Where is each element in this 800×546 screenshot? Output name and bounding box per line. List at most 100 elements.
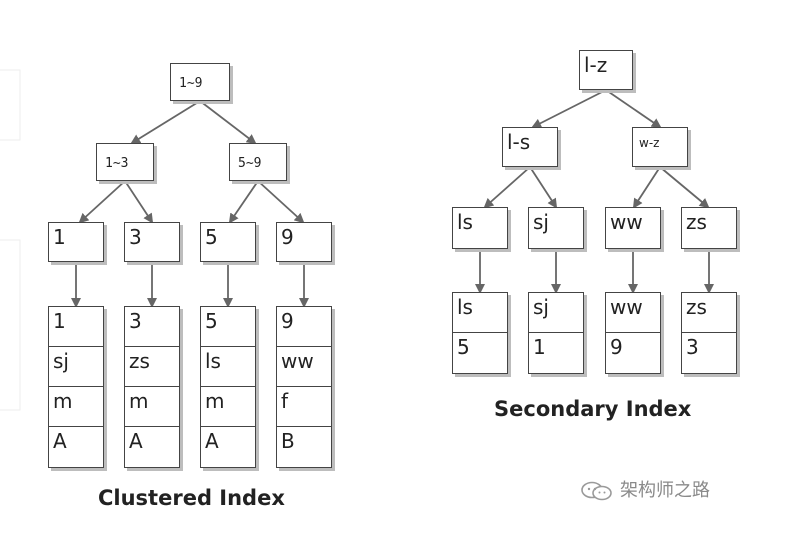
record-cell-value: zs	[129, 349, 150, 373]
record-cell: 3	[124, 306, 180, 348]
clustered-index-caption: Clustered Index	[98, 486, 285, 510]
connector-arrow	[632, 166, 661, 209]
record-cell: A	[200, 426, 256, 468]
clustered-leaf-label: 9	[281, 225, 294, 249]
secondary-leaf-label: ww	[610, 210, 643, 234]
clustered-leaf-node: 9	[276, 222, 332, 262]
clustered-level2-node: 1~3	[96, 143, 154, 181]
clustered-leaf-node: 3	[124, 222, 180, 262]
record-cell-value: 5	[457, 335, 470, 359]
clustered-leaf-label: 5	[205, 225, 218, 249]
record-cell-value: A	[53, 429, 67, 453]
record-cell-value: m	[205, 389, 225, 413]
record-cell: zs	[124, 346, 180, 388]
clustered-leaf-label: 3	[129, 225, 142, 249]
record-cell-value: f	[281, 389, 289, 413]
record-cell: 5	[452, 332, 508, 374]
record-cell: A	[48, 426, 104, 468]
record-cell: 3	[681, 332, 737, 374]
secondary-row-record: ls 5	[452, 292, 508, 374]
connector-arrow	[605, 89, 662, 129]
record-cell-value: 3	[686, 335, 699, 359]
clustered-leaf-node: 1	[48, 222, 104, 262]
record-cell-value: 1	[53, 309, 66, 333]
clustered-level2-node: 5~9	[229, 143, 287, 181]
record-cell-value: sj	[53, 349, 69, 373]
clustered-row-record: 9 ww f B	[276, 306, 332, 468]
record-cell-value: 1	[533, 335, 546, 359]
record-cell: B	[276, 426, 332, 468]
clustered-leaf-label: 1	[53, 225, 66, 249]
record-cell: A	[124, 426, 180, 468]
record-cell-value: zs	[686, 295, 707, 319]
record-cell: m	[124, 386, 180, 428]
secondary-leaf-label: sj	[533, 210, 549, 234]
connector-arrow	[529, 166, 558, 209]
record-cell: sj	[528, 292, 584, 334]
record-cell-value: ls	[457, 295, 473, 319]
connector-arrow	[659, 166, 710, 209]
connector-arrow	[531, 89, 607, 128]
connector-arrow	[78, 180, 126, 224]
secondary-leaf-label: ls	[457, 210, 473, 234]
secondary-level2-node: l-s	[502, 127, 558, 167]
watermark: 架构师之路	[580, 476, 710, 502]
record-cell-value: ww	[281, 349, 314, 373]
watermark-text: 架构师之路	[620, 480, 710, 501]
record-cell: ww	[276, 346, 332, 388]
record-cell-value: 3	[129, 309, 142, 333]
connector-arrow	[483, 166, 531, 209]
record-cell-value: A	[129, 429, 143, 453]
record-cell-value: 9	[281, 309, 294, 333]
clustered-level2-label: 1~3	[105, 156, 129, 171]
record-cell: f	[276, 386, 332, 428]
record-cell: ww	[605, 292, 661, 334]
secondary-leaf-label: zs	[686, 210, 707, 234]
clustered-row-record: 5 ls m A	[200, 306, 256, 468]
connector-arrow	[199, 100, 257, 145]
record-cell-value: A	[205, 429, 219, 453]
record-cell-value: 9	[610, 335, 623, 359]
record-cell: zs	[681, 292, 737, 334]
secondary-root-label: l-z	[584, 53, 608, 77]
secondary-index-caption: Secondary Index	[494, 397, 692, 421]
record-cell: m	[200, 386, 256, 428]
wechat-icon	[580, 480, 614, 502]
secondary-row-record: zs 3	[681, 292, 737, 374]
clustered-leaf-node: 5	[200, 222, 256, 262]
clustered-row-record: 1 sj m A	[48, 306, 104, 468]
secondary-root-node: l-z	[579, 50, 633, 90]
connector-arrow	[257, 180, 305, 224]
secondary-level2-label: w-z	[639, 136, 660, 150]
clustered-root-node: 1~9	[170, 63, 230, 101]
clustered-level2-label: 5~9	[238, 156, 262, 171]
connector-arrow	[130, 100, 201, 145]
record-cell: ls	[452, 292, 508, 334]
record-cell: 9	[276, 306, 332, 348]
record-cell-value: B	[281, 429, 295, 453]
secondary-leaf-node: ww	[605, 207, 661, 249]
clustered-row-record: 3 zs m A	[124, 306, 180, 468]
record-cell-value: m	[53, 389, 73, 413]
secondary-row-record: sj 1	[528, 292, 584, 374]
record-cell-value: 5	[205, 309, 218, 333]
record-cell-value: ww	[610, 295, 643, 319]
secondary-leaf-node: ls	[452, 207, 508, 249]
record-cell: 1	[48, 306, 104, 348]
connector-arrow	[228, 180, 259, 224]
record-cell: 5	[200, 306, 256, 348]
record-cell: 9	[605, 332, 661, 374]
record-cell-value: m	[129, 389, 149, 413]
connector-arrow	[124, 180, 154, 224]
record-cell-value: ls	[205, 349, 221, 373]
secondary-level2-node: w-z	[632, 127, 688, 167]
clustered-root-label: 1~9	[179, 76, 203, 91]
record-cell: ls	[200, 346, 256, 388]
record-cell: sj	[48, 346, 104, 388]
cropped-background-fragment	[0, 69, 21, 411]
record-cell: m	[48, 386, 104, 428]
secondary-leaf-node: zs	[681, 207, 737, 249]
secondary-level2-label: l-s	[507, 130, 531, 154]
